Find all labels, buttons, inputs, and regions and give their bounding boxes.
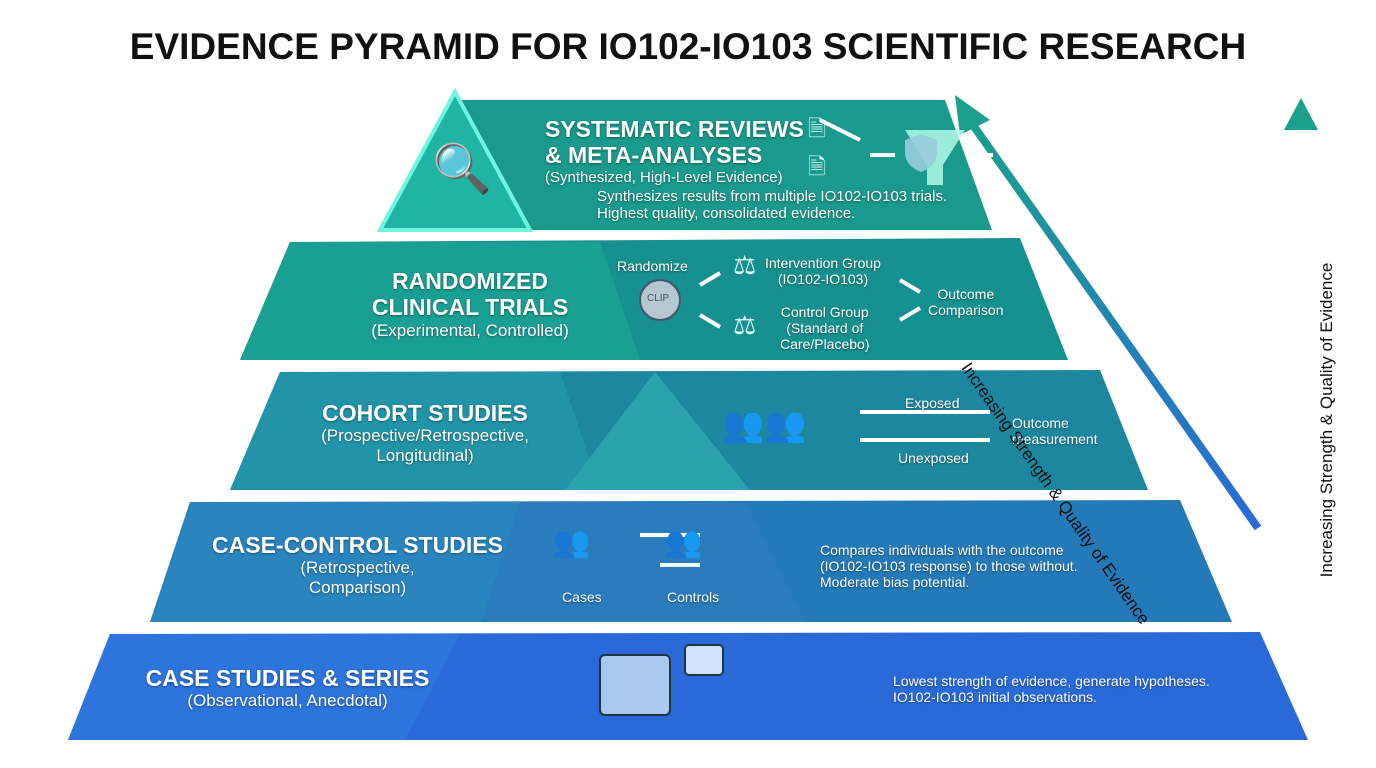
diagonal-arrow: [964, 115, 1262, 531]
level-4-description: Compares individuals with the outcome(IO…: [820, 542, 1078, 591]
documents-icon: 🗎🗎: [808, 116, 826, 179]
cases-label: Cases: [562, 589, 602, 605]
level-5-description: Lowest strength of evidence, generate hy…: [893, 673, 1210, 706]
level-1-label: SYSTEMATIC REVIEWS& META-ANALYSES (Synth…: [545, 116, 804, 186]
controls-label: Controls: [667, 589, 720, 605]
page-title: EVIDENCE PYRAMID FOR IO102-IO103 SCIENTI…: [129, 26, 1247, 67]
scale-icon: ⚖: [733, 310, 757, 340]
randomize-label: Randomize: [617, 258, 688, 274]
level-1-apex: [376, 87, 534, 232]
people-group-icon: 👥👥: [722, 406, 807, 444]
level-5-label: CASE STUDIES & SERIES(Observational, Ane…: [145, 665, 430, 711]
document-search-icon: 🔍: [432, 143, 492, 196]
level-1-description: Synthesizes results from multiple IO102-…: [597, 188, 948, 223]
intervention-group-label: Intervention Group(IO102-IO103): [765, 255, 881, 288]
cases-group-icon: 👥: [553, 526, 591, 559]
unexposed-label: Unexposed: [898, 450, 969, 466]
controls-group-icon: 👥: [665, 526, 703, 559]
exposed-label: Exposed: [905, 395, 960, 411]
level-1-band: [385, 100, 992, 230]
coin-label: CLIP: [647, 293, 670, 304]
level-3-label: COHORT STUDIES(Prospective/Retrospective…: [321, 400, 529, 465]
level-4-label: CASE-CONTROL STUDIES(Retrospective,Compa…: [212, 532, 503, 597]
scale-icon: ⚖: [733, 250, 757, 280]
vertical-arrow-label: Increasing Strength & Quality of Evidenc…: [1317, 262, 1337, 578]
